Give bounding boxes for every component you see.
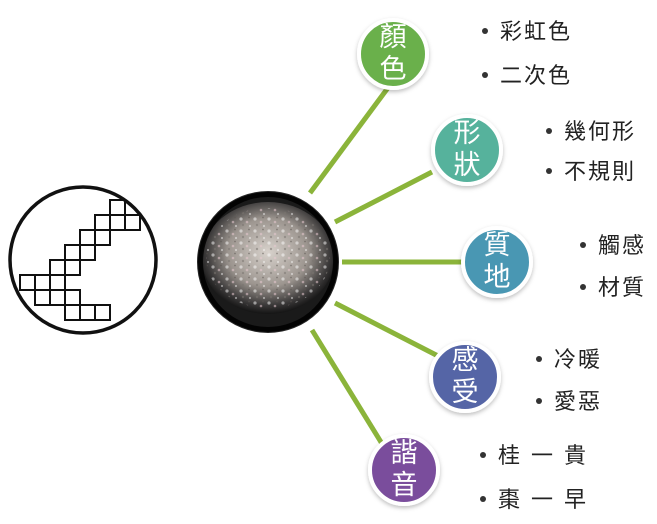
item-text: 不規則 bbox=[564, 160, 637, 185]
list-item: 材質 bbox=[580, 270, 646, 302]
branch-label-texture-line2: 地 bbox=[483, 262, 511, 293]
branch-label-texture-line1: 質 bbox=[483, 230, 511, 261]
item-text: 二次色 bbox=[500, 64, 573, 89]
branch-circle-shape bbox=[431, 114, 503, 186]
branch-label-color-line2: 色 bbox=[379, 54, 407, 85]
branch-label-homophone-line2: 音 bbox=[390, 470, 418, 501]
branch-label-feeling-line2: 受 bbox=[451, 377, 479, 408]
list-item: 幾何形 bbox=[546, 114, 636, 146]
branch-circle-texture bbox=[461, 226, 533, 298]
list-item: 棗 一 早 bbox=[480, 482, 588, 514]
list-item: 不規則 bbox=[546, 154, 636, 186]
connector-feeling bbox=[333, 300, 442, 360]
item-text: 幾何形 bbox=[564, 120, 637, 145]
item-text: 材質 bbox=[598, 276, 647, 301]
item-text: 棗 一 早 bbox=[498, 488, 588, 513]
branch-circle-homophone bbox=[368, 434, 440, 506]
branch-label-shape-line1: 形 bbox=[453, 118, 481, 149]
branch-label-shape-line2: 狀 bbox=[453, 150, 481, 181]
bullet-icon bbox=[482, 28, 488, 34]
branch-label-feeling-line1: 感 bbox=[451, 345, 479, 376]
branch-circle-feeling bbox=[429, 341, 501, 413]
item-text: 冷暖 bbox=[554, 348, 603, 373]
branch-label-texture: 質 地 bbox=[477, 230, 517, 294]
bullet-icon bbox=[580, 242, 586, 248]
item-text: 愛惡 bbox=[554, 390, 603, 415]
bullet-icon bbox=[480, 496, 486, 502]
bullet-icon bbox=[546, 128, 552, 134]
list-item: 二次色 bbox=[482, 58, 572, 90]
branch-label-feeling: 感 受 bbox=[445, 345, 485, 409]
bullet-icon bbox=[482, 72, 488, 78]
list-item: 愛惡 bbox=[536, 384, 602, 416]
branch-label-shape: 形 狀 bbox=[447, 118, 487, 182]
list-item: 觸感 bbox=[580, 228, 646, 260]
branch-circles bbox=[357, 18, 533, 506]
stair-squares-icon bbox=[8, 185, 158, 335]
bullet-icon bbox=[480, 452, 486, 458]
bullet-icon bbox=[546, 168, 552, 174]
connectors bbox=[307, 83, 462, 449]
bullet-icon bbox=[536, 398, 542, 404]
list-item: 桂 一 貴 bbox=[480, 438, 588, 470]
bullet-icon bbox=[536, 356, 542, 362]
branch-label-color-line1: 顏 bbox=[379, 22, 407, 53]
hub-image bbox=[197, 191, 339, 333]
connector-shape bbox=[333, 169, 434, 225]
item-text: 觸感 bbox=[598, 234, 647, 259]
bullet-icon bbox=[580, 284, 586, 290]
branch-label-color: 顏 色 bbox=[373, 22, 413, 86]
item-text: 桂 一 貴 bbox=[498, 444, 588, 469]
list-item: 冷暖 bbox=[536, 342, 602, 374]
branch-label-homophone-line1: 諧 bbox=[390, 438, 418, 469]
branch-label-homophone: 諧 音 bbox=[384, 438, 424, 502]
item-text: 彩虹色 bbox=[500, 20, 573, 45]
connector-homophone bbox=[309, 328, 387, 449]
branch-circle-color bbox=[357, 18, 429, 90]
connector-color bbox=[307, 83, 393, 195]
list-item: 彩虹色 bbox=[482, 14, 572, 46]
